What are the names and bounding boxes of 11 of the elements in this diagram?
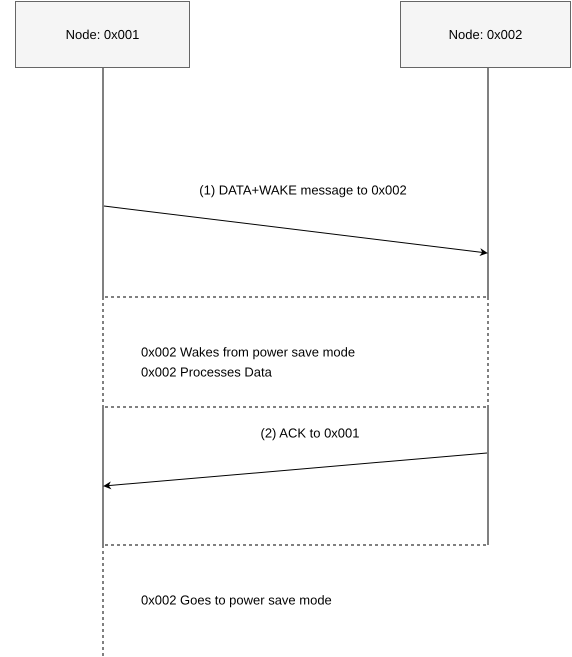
lifeline — [102, 68, 104, 657]
participant-box — [15, 1, 190, 68]
note-text: 0x002 Wakes from power save mode — [141, 343, 356, 362]
lifeline — [487, 68, 489, 545]
participant-name: Node: 0x002 — [448, 26, 522, 44]
arrow — [104, 206, 488, 256]
note-text: 0x002 Processes Data — [141, 363, 272, 382]
participant-name: Node: 0x001 — [66, 26, 140, 44]
note-text: 0x002 Goes to power save mode — [141, 591, 332, 610]
arrow — [103, 452, 488, 490]
participant-box — [400, 1, 571, 68]
